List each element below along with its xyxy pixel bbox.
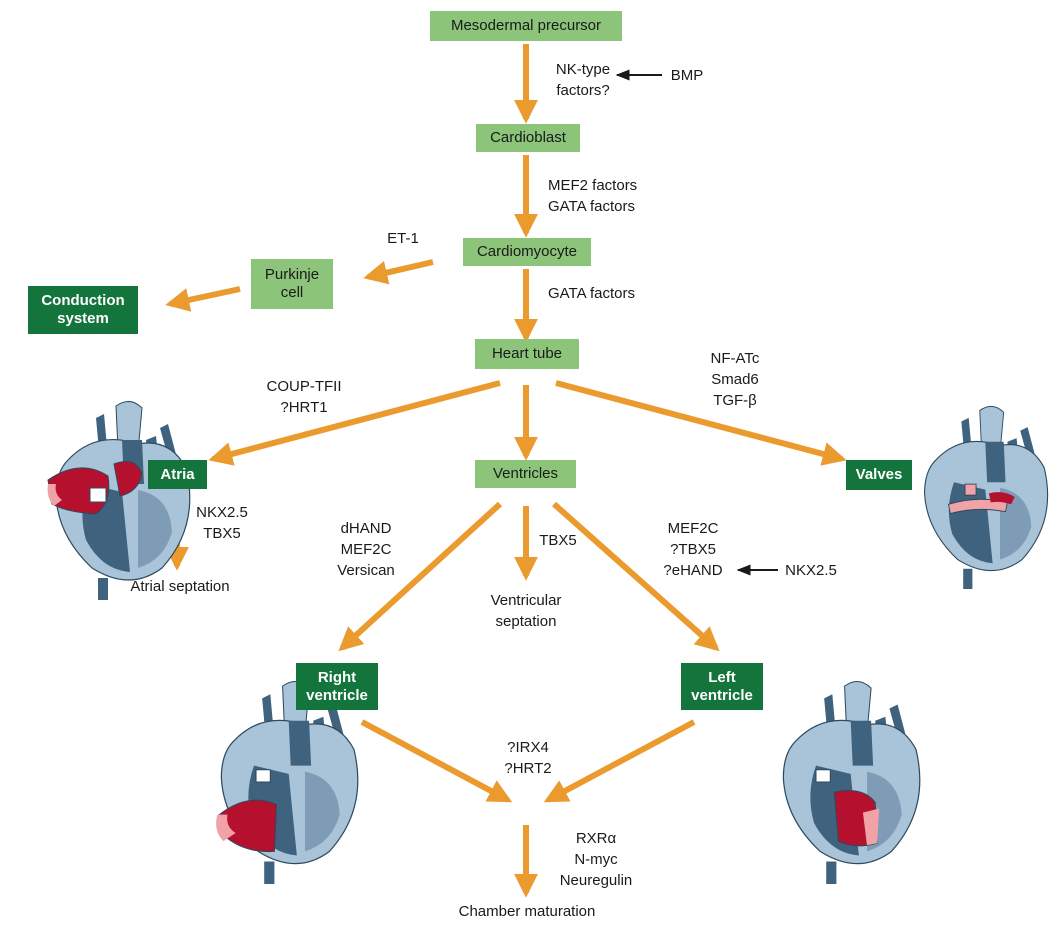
atria-box: Atria bbox=[148, 460, 207, 489]
et1-label: ET-1 bbox=[387, 230, 419, 247]
right-ventricle-box: Right ventricle bbox=[296, 663, 378, 710]
ventricles-box: Ventricles bbox=[475, 460, 576, 488]
cardiomyocyte-box: Cardiomyocyte bbox=[463, 238, 591, 266]
bmp-label: BMP bbox=[670, 67, 704, 84]
arrow-ventricles-to-left bbox=[552, 501, 720, 652]
heart-valves-illustration bbox=[924, 405, 1049, 590]
valves-box: Valves bbox=[846, 460, 912, 490]
chamber-maturation-label: Chamber maturation bbox=[458, 903, 596, 920]
rxra-nmyc-neuregulin-label: RXRα N-myc Neuregulin bbox=[559, 830, 633, 889]
nkx25-tbx5-label: NKX2.5 TBX5 bbox=[196, 504, 248, 542]
mef2-gata-factors-label: MEF2 factors GATA factors bbox=[548, 177, 638, 215]
heart-atria-illustration bbox=[47, 400, 191, 601]
nkx25-label: NKX2.5 bbox=[785, 562, 837, 579]
tbx5-label: TBX5 bbox=[539, 532, 577, 549]
gata-factors-label: GATA factors bbox=[548, 285, 635, 302]
dhand-mef2c-versican-label: dHAND MEF2C Versican bbox=[337, 520, 395, 579]
heart-tube-box: Heart tube bbox=[475, 339, 579, 369]
purkinje-cell-box: Purkinje cell bbox=[251, 259, 333, 309]
irx4-hrt2-label: ?IRX4 ?HRT2 bbox=[504, 739, 552, 777]
arrow-to-purkinje bbox=[363, 259, 434, 285]
mef2c-tbx5-ehand-label: MEF2C ?TBX5 ?eHAND bbox=[663, 520, 723, 579]
arrow-right-to-maturation bbox=[360, 719, 513, 803]
arrow-ventricles-to-right bbox=[338, 501, 503, 652]
arrow-purkinje-to-conduction bbox=[165, 286, 241, 312]
heart-left-ventricle-illustration bbox=[782, 680, 921, 885]
heart-right-ventricle-illustration bbox=[216, 680, 359, 885]
ventricular-septation-label: Ventricular septation bbox=[490, 592, 562, 630]
left-ventricle-box: Left ventricle bbox=[681, 663, 763, 710]
arrow-hearttube-to-atria bbox=[208, 380, 501, 466]
mesodermal-precursor-box: Mesodermal precursor bbox=[430, 11, 622, 41]
nfatc-smad6-tgfb-label: NF-ATc Smad6 TGF-β bbox=[710, 350, 760, 409]
arrow-hearttube-to-valves bbox=[555, 380, 847, 466]
cardioblast-box: Cardioblast bbox=[476, 124, 580, 152]
arrow-left-to-maturation bbox=[543, 719, 696, 803]
nk-type-factors-label: NK-type factors? bbox=[555, 61, 611, 99]
coup-tfii-hrt1-label: COUP-TFII ?HRT1 bbox=[266, 378, 342, 416]
conduction-system-box: Conduction system bbox=[28, 286, 138, 334]
atrial-septation-label: Atrial septation bbox=[130, 578, 230, 595]
